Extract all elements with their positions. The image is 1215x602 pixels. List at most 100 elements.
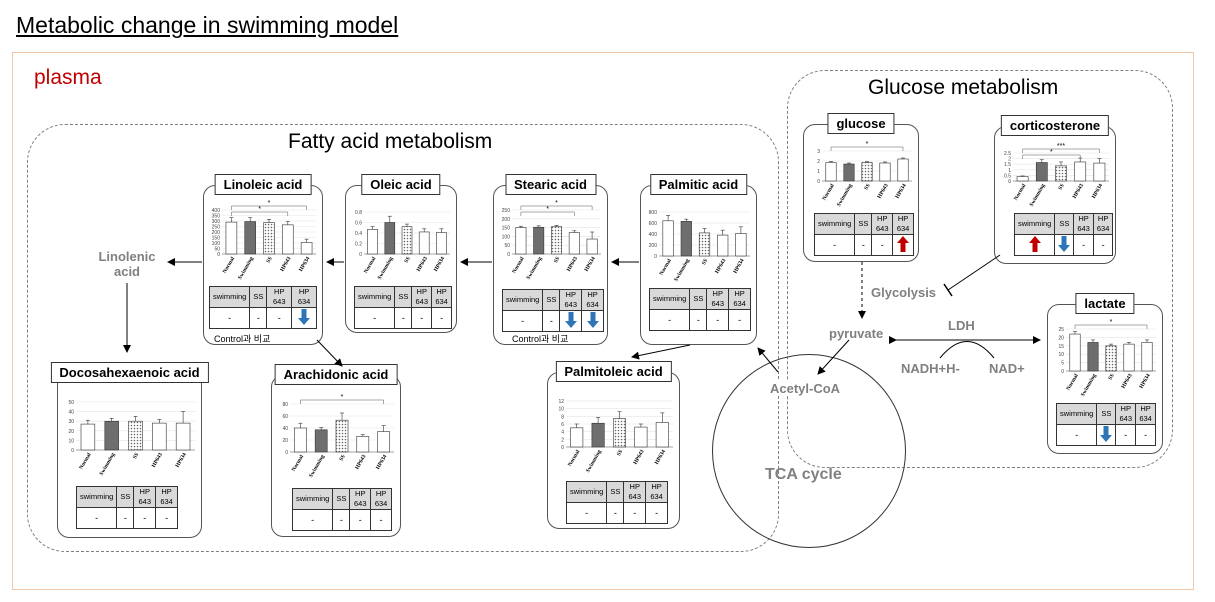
fatty-acid-title: Fatty acid metabolism xyxy=(288,130,493,153)
table-header-cell: swimming xyxy=(648,288,691,310)
bar xyxy=(128,420,143,451)
tick-label: 0 xyxy=(71,448,74,454)
table-value-cell: - xyxy=(648,309,691,331)
significance-star: * xyxy=(555,200,558,207)
tick-label: 400 xyxy=(649,232,658,238)
tick-label: 15 xyxy=(1058,344,1064,350)
table-value-cell: - xyxy=(370,509,392,531)
significance-bracket xyxy=(1022,148,1100,153)
palmitoleic-title: Palmitoleic acid xyxy=(555,361,672,382)
nadh-nad-curve xyxy=(939,341,995,359)
stearic-note: Control과 비교 xyxy=(512,334,569,344)
glycolysis-label: Glycolysis xyxy=(871,285,937,300)
arrow-acetyl-palmitic xyxy=(757,347,779,373)
bar xyxy=(655,422,669,448)
bar xyxy=(1141,342,1153,372)
table-header-cell: HP 643 xyxy=(1073,213,1094,235)
category-label: SS xyxy=(132,452,140,460)
tick-label: 3 xyxy=(817,149,820,155)
tick-label: 600 xyxy=(649,221,658,227)
up-arrow-icon xyxy=(892,234,914,256)
bar xyxy=(225,221,238,255)
tick-label: 1.5 xyxy=(1004,162,1011,168)
tick-label: 0 xyxy=(1008,179,1011,185)
table-value-cell: - xyxy=(116,507,135,529)
down-arrow-icon xyxy=(1096,424,1117,446)
table-value-cell: - xyxy=(349,509,372,531)
tick-label: 0.8 xyxy=(355,210,362,216)
significance-star: * xyxy=(268,200,271,207)
down-arrow-icon xyxy=(1054,234,1075,256)
tick-label: 5 xyxy=(1061,361,1064,367)
tick-label: 0.5 xyxy=(1004,173,1011,179)
table-header-cell: SS xyxy=(606,481,625,503)
tick-label: 400 xyxy=(212,208,221,214)
tick-label: 2 xyxy=(1008,157,1011,163)
tick-label: 50 xyxy=(504,243,510,249)
bar xyxy=(551,226,562,255)
bar xyxy=(717,234,729,257)
corticosterone-title: corticosterone xyxy=(1000,115,1110,136)
tick-label: 300 xyxy=(212,219,221,225)
table-value-cell: - xyxy=(155,507,178,529)
tick-label: 100 xyxy=(502,234,511,240)
table-header-cell: swimming xyxy=(353,286,396,308)
significance-star: * xyxy=(546,206,549,213)
table-value-cell: - xyxy=(249,307,268,329)
table-header-cell: HP 634 xyxy=(155,486,178,508)
table-value-cell: - xyxy=(813,234,856,256)
tick-label: 0 xyxy=(285,450,288,456)
glucose-title-box: glucose xyxy=(827,113,895,134)
table-header-cell: HP 634 xyxy=(1135,403,1156,425)
significance-star: * xyxy=(1110,319,1113,326)
arrow-pyruvate-acetyl xyxy=(817,339,850,375)
significance-bracket xyxy=(300,399,384,404)
tick-label: 250 xyxy=(502,208,511,214)
plasma-frame xyxy=(12,52,1194,590)
table-header-cell: HP 634 xyxy=(431,286,452,308)
category-label: SS xyxy=(403,256,411,264)
arachidonic-title: Arachidonic acid xyxy=(274,364,398,385)
tick-label: 40 xyxy=(68,410,74,416)
table-value-cell: - xyxy=(208,307,251,329)
tick-label: 0.6 xyxy=(355,221,362,227)
bar xyxy=(1016,176,1029,182)
tick-label: 80 xyxy=(282,402,288,408)
significance-bracket xyxy=(830,146,904,151)
bar xyxy=(591,422,605,448)
table-value-cell: - xyxy=(565,502,608,524)
significance-star: * xyxy=(341,394,344,401)
tick-label: 150 xyxy=(212,236,221,242)
tca-cycle-label: TCA cycle xyxy=(765,466,842,483)
linoleic-title: Linoleic acid xyxy=(214,174,312,195)
table-header-cell: HP 643 xyxy=(411,286,433,308)
table-value-cell: - xyxy=(854,234,873,256)
inhibition-bar xyxy=(943,283,953,297)
tick-label: 0 xyxy=(1061,369,1064,375)
significance-bracket xyxy=(520,205,593,210)
significance-star: * xyxy=(1050,149,1053,156)
tick-label: 0 xyxy=(217,252,220,258)
bar xyxy=(104,420,119,451)
bar xyxy=(1055,165,1067,182)
tick-label: 10 xyxy=(68,438,74,444)
dha-title: Docosahexaenoic acid xyxy=(50,362,209,383)
tick-label: 0 xyxy=(817,179,820,185)
ldh-label: LDH xyxy=(948,318,975,333)
table-value-cell: - xyxy=(75,507,118,529)
bar xyxy=(1087,342,1099,372)
table-header-cell: swimming xyxy=(75,486,118,508)
table-value-cell: - xyxy=(1092,234,1114,256)
significance-bracket xyxy=(520,211,575,216)
table-value-cell: - xyxy=(1135,424,1156,446)
